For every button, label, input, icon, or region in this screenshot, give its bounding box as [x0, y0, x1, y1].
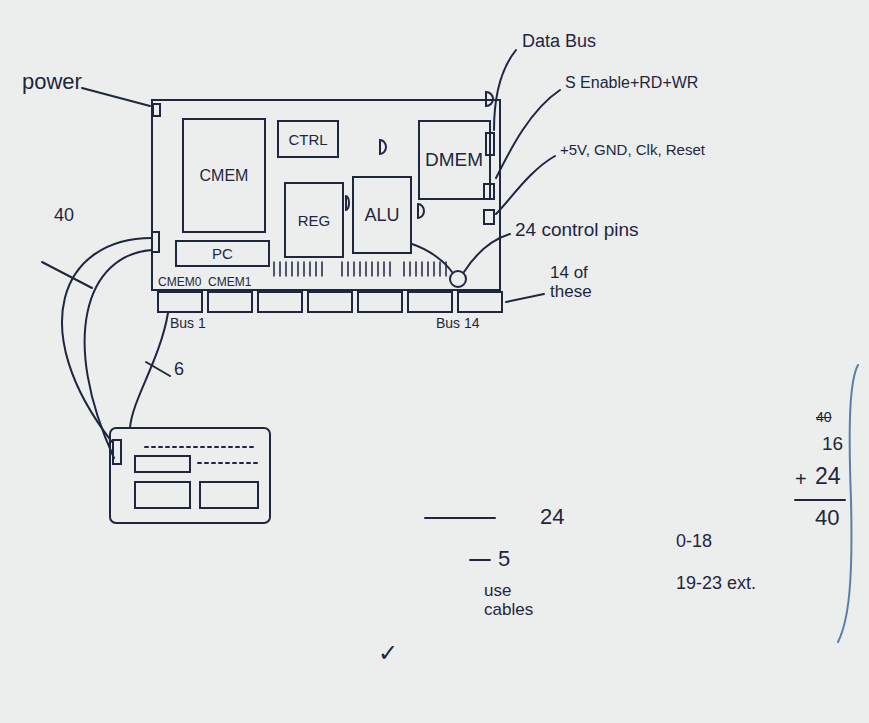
ribbon-cable	[62, 238, 152, 442]
leader-line	[494, 50, 516, 130]
component-name: PC	[212, 245, 233, 262]
handwritten-note: 24	[540, 505, 564, 529]
handwritten-note: power	[22, 70, 82, 94]
handwritten-note: 19-23 ext.	[676, 574, 756, 594]
component-name: DMEM	[425, 149, 483, 171]
wire	[412, 244, 452, 272]
dash-line	[425, 517, 495, 519]
control-pin-header	[450, 271, 466, 287]
bracket	[838, 365, 858, 642]
handwritten-note: CMEM0	[158, 276, 201, 289]
component-name: ALU	[364, 205, 399, 226]
leader-line	[506, 294, 544, 302]
component-box: PC	[175, 240, 270, 267]
handwritten-note: ✓	[378, 640, 398, 666]
circuit-board	[152, 100, 500, 290]
card-connector	[113, 440, 121, 464]
count-slash	[146, 362, 170, 376]
leader-line	[496, 90, 560, 178]
d-mark	[346, 196, 349, 210]
dash-line	[470, 559, 490, 561]
handwritten-note: 16	[822, 434, 843, 455]
cable-connector	[152, 232, 159, 252]
pin-hatch	[274, 262, 446, 276]
d-mark	[418, 204, 424, 218]
handwritten-note: 24	[815, 464, 841, 489]
component-box: CMEM	[182, 118, 266, 233]
handwritten-note: 40	[54, 206, 74, 226]
handwritten-note: 0-18	[676, 532, 712, 552]
component-box: DMEM	[418, 120, 491, 200]
component-name: REG	[298, 212, 331, 229]
handwritten-note: 6	[174, 360, 184, 380]
component-name: CMEM	[200, 167, 249, 185]
component-box: ALU	[352, 176, 412, 254]
bus-connectors	[158, 292, 502, 312]
d-mark	[380, 140, 386, 154]
handwritten-note: 24 control pins	[515, 220, 639, 241]
leader-line	[464, 234, 510, 272]
handwritten-note: Data Bus	[522, 32, 596, 52]
handwritten-note: CMEM1	[208, 276, 251, 289]
component-box: CTRL	[277, 120, 339, 158]
leader-line	[496, 156, 555, 214]
card-parts	[135, 447, 258, 508]
expansion-card	[110, 428, 270, 523]
component-box: REG	[284, 182, 344, 258]
ribbon-cable	[85, 250, 152, 458]
power-connector	[153, 104, 160, 116]
handwritten-note: Bus 14	[436, 316, 480, 331]
handwritten-note: S Enable+RD+WR	[565, 74, 698, 92]
handwritten-note: 14 of these	[550, 264, 614, 301]
handwritten-note: +5V, GND, Clk, Reset	[560, 142, 705, 159]
handwritten-note: 5	[498, 547, 510, 571]
handwritten-note: Bus 1	[170, 316, 206, 331]
power-clock-connector	[484, 210, 494, 224]
d-mark	[486, 92, 493, 106]
handwritten-note: +	[795, 468, 807, 490]
component-name: CTRL	[288, 131, 327, 148]
leader-line	[82, 88, 150, 106]
handwritten-note: use cables	[484, 582, 544, 619]
sum-line	[795, 499, 845, 501]
handwritten-note: 40	[815, 506, 839, 530]
count-slash	[42, 262, 92, 288]
handwritten-note: 40	[816, 410, 832, 425]
